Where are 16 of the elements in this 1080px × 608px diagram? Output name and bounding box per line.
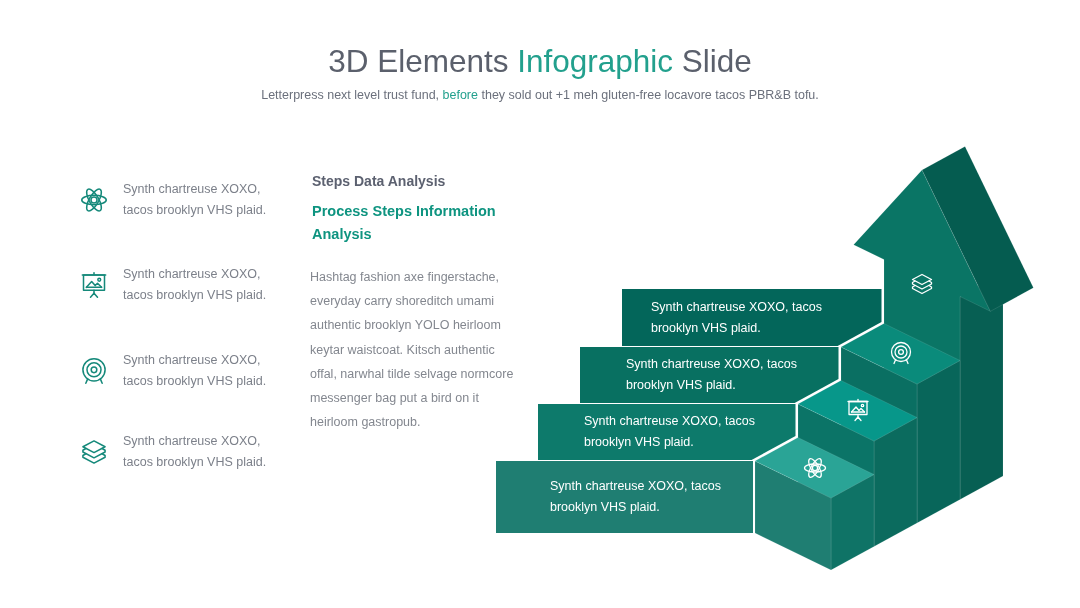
feature-description: Synth chartreuse XOXO, tacos brooklyn VHS plaid. bbox=[123, 352, 268, 390]
feature-description: Synth chartreuse XOXO, tacos brooklyn VHS plaid. bbox=[123, 181, 268, 219]
feature-description: Synth chartreuse XOXO, tacos brooklyn VHS plaid. bbox=[123, 433, 268, 471]
step-bar bbox=[580, 347, 841, 403]
slide-title: 3D Elements Infographic Slide bbox=[328, 42, 752, 80]
step-bar bbox=[622, 289, 884, 346]
body-paragraph: Hashtag fashion axe fingerstache, everyday carry shoreditch umami authentic brooklyn YOLO heirloom keytar waistcoat. Kitsch authentic offal, narwhal tilde selvage normcore messenger bag put a bird on it heirloom gastropub. bbox=[310, 269, 515, 432]
section-heading: Steps Data Analysis bbox=[312, 172, 446, 190]
feature-description: Synth chartreuse XOXO, tacos brooklyn VHS plaid. bbox=[123, 266, 268, 304]
step-text: Synth chartreuse XOXO, tacos brooklyn VHS plaid. bbox=[550, 478, 722, 516]
step-text: Synth chartreuse XOXO, tacos brooklyn VHS plaid. bbox=[651, 298, 823, 337]
step-text: Synth chartreuse XOXO, tacos brooklyn VHS plaid. bbox=[626, 356, 798, 394]
step-text: Synth chartreuse XOXO, tacos brooklyn VHS plaid. bbox=[584, 413, 756, 451]
step-bar bbox=[538, 404, 798, 460]
subtitle: Letterpress next level trust fund, before they sold out +1 meh gluten-free locavore tacos PBR&B tofu. bbox=[261, 87, 819, 103]
section-subheading: Process Steps Information Analysis bbox=[312, 202, 497, 244]
